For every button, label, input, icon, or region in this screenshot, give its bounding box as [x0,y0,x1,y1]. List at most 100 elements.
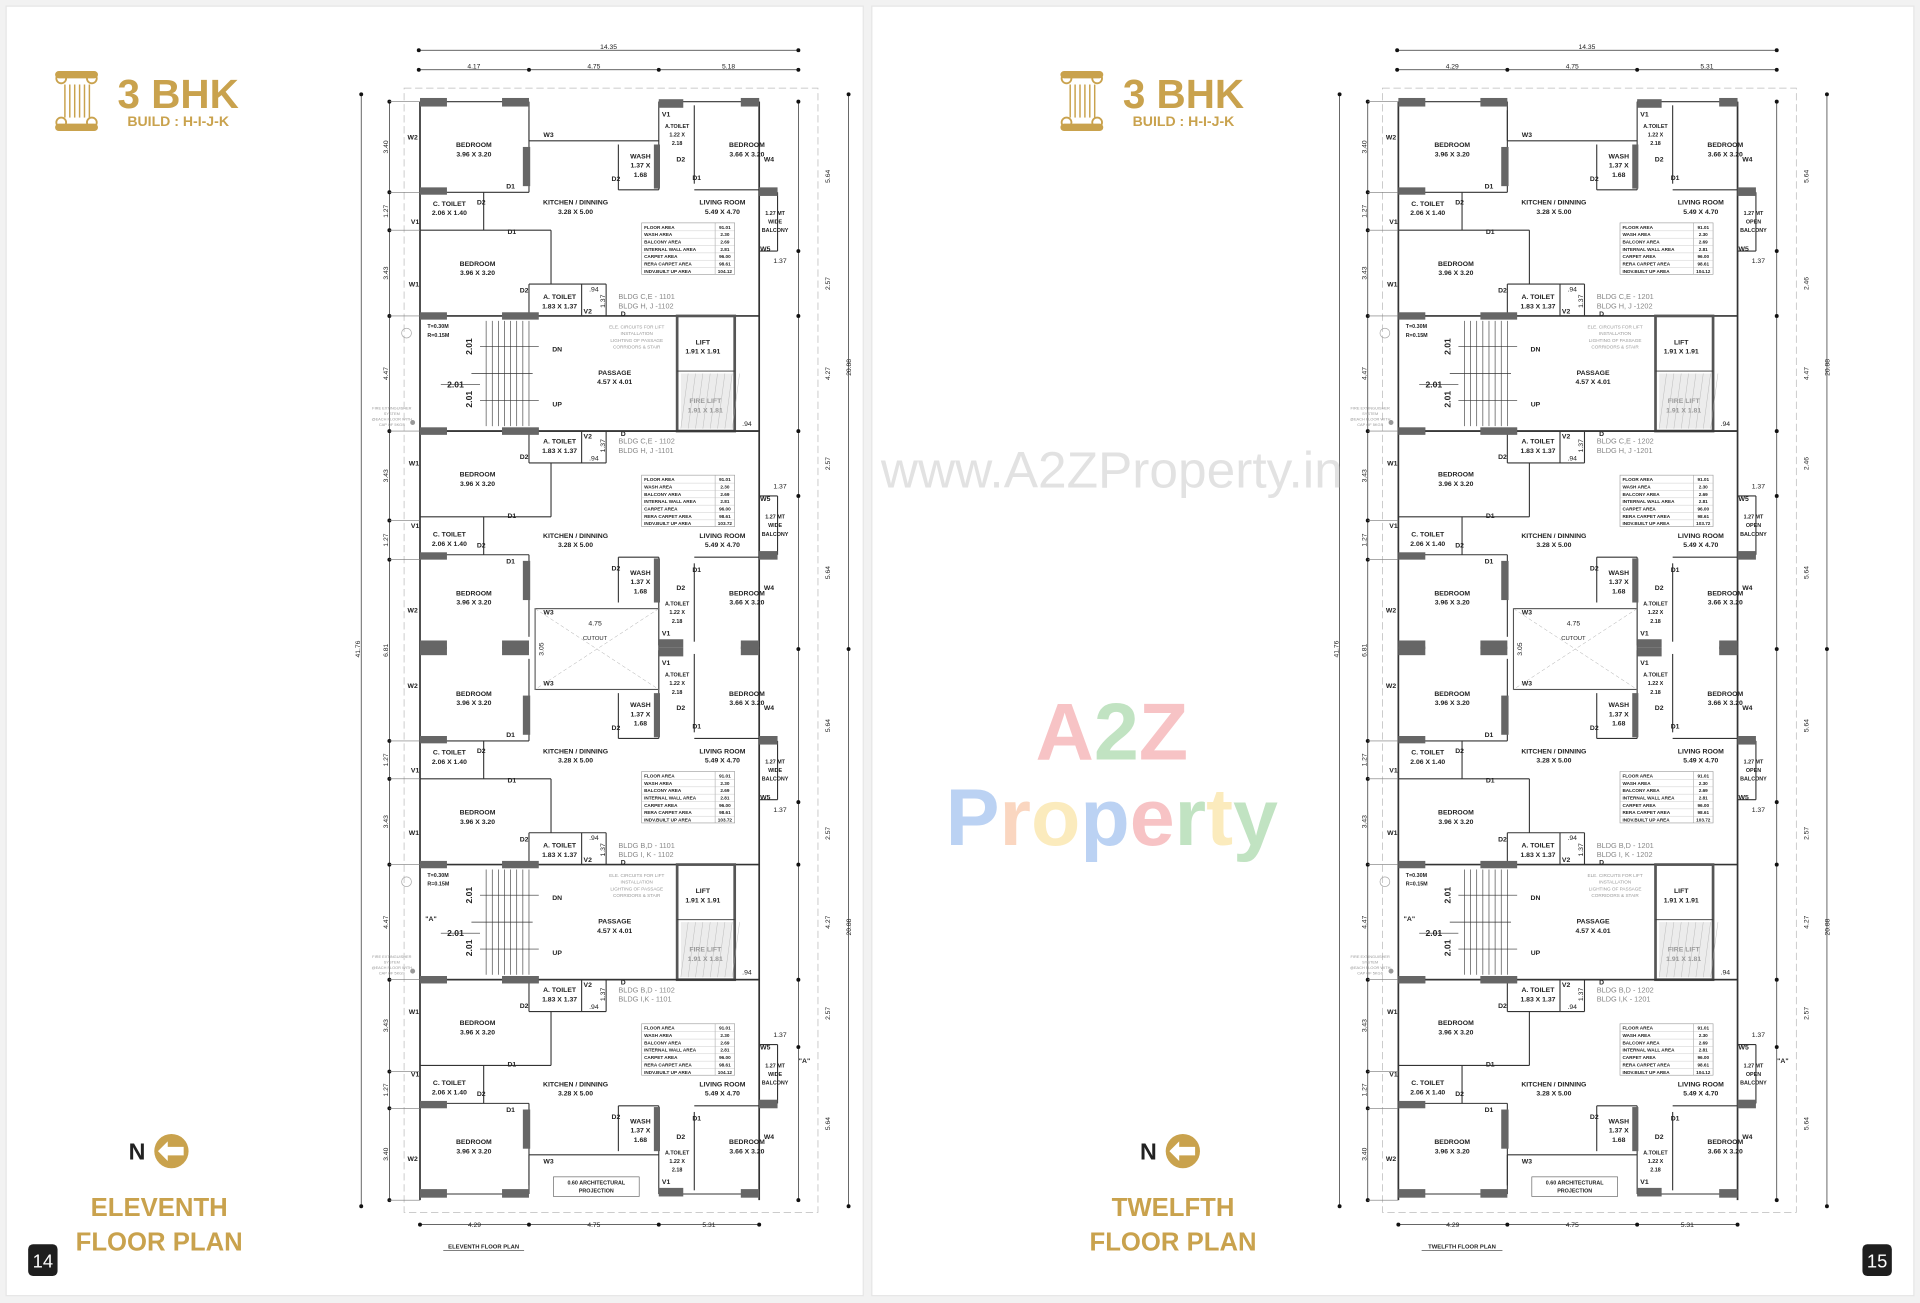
hatch-line [1695,373,1704,429]
area-table-frame [641,771,735,824]
room-label-wash: 1.37 X [631,579,651,586]
column [420,427,447,435]
dimension-label: 4.27 [1803,915,1810,928]
area-table-frame [1619,222,1714,275]
window-tag: W5 [760,246,770,253]
ventilator-tag: V1 [411,768,420,775]
room-label-attached-toilet: A. TOILET [543,439,577,446]
dimension-label: 5.64 [825,170,832,183]
room-label-bedroom: 3.66 X 3.20 [1708,700,1743,707]
column [522,560,531,601]
flat-number-label: BLDG C,E - 1102 [618,437,674,446]
window-tag: W1 [1387,460,1397,467]
logo-column-icon [55,71,98,132]
room-label-balcony: 1.27 MT [765,1063,785,1069]
room-label-bedroom: BEDROOM [456,691,492,698]
area-table-value: 91.01 [719,773,731,778]
room-label-balcony: 1.27 MT [1744,515,1764,521]
logo-column-icon [1060,71,1104,132]
door-tag: D2 [1655,585,1664,592]
area-table-label: CARPET AREA [1622,254,1656,259]
area-table-value: 96.00 [1697,254,1709,259]
area-table-value: 2.69 [720,788,729,793]
area-table-label: WASH AREA [644,781,673,786]
dimension-label: 3.43 [1361,469,1368,482]
area-table-label: CARPET AREA [1622,1055,1656,1060]
column [1398,312,1426,320]
hatch-line [1710,373,1719,429]
area-table-label: CARPET AREA [644,506,678,511]
room-label-bedroom: BEDROOM [1438,261,1474,268]
column [1398,97,1426,107]
room-label-common-toilet: C. TOILET [1411,201,1445,208]
door-tag: D1 [1486,229,1495,236]
area-table-value: 98.61 [1697,514,1709,519]
watermark-letter: o [1031,773,1080,863]
area-table-label: INDV.BUILT UP AREA [1622,1070,1670,1075]
dimension-label: 4.75 [1567,621,1581,628]
flat-number-label: BLDG H, J -1202 [1597,301,1653,310]
room-label-attached-toilet: 1.22 X [669,133,685,139]
section-marker: "A" [1404,916,1415,923]
room-label-wash: WASH [1609,1118,1630,1125]
area-table-label: FLOOR AREA [644,477,675,482]
column [1632,1107,1639,1152]
dimension-tick [796,99,801,104]
cutout-outline [1512,608,1638,691]
column [740,97,760,107]
room-label-wash: 1.68 [634,721,648,728]
column [653,693,660,738]
door-tag: D2 [1655,157,1664,164]
dimension-label: 4.29 [468,1222,481,1229]
area-table-value: 2.69 [1699,239,1708,244]
area-table-value: 96.00 [1697,1055,1709,1060]
room-label-attached-toilet: 1.22 X [1648,133,1664,139]
door-tag: D2 [477,542,486,549]
door-tag: D2 [1455,199,1464,206]
dimension-label: 1.37 [1752,1032,1766,1039]
ventilator-tag: V1 [662,1179,671,1186]
dimension-label: 3.43 [1361,1019,1368,1032]
dimension-label: .94 [1567,1004,1577,1011]
area-table-label: INTERNAL WALL AREA [644,247,697,252]
electrical-note: INSTALLATION [621,880,653,885]
dimension-tick [1396,1222,1401,1227]
column [420,187,447,195]
column [1632,144,1639,189]
area-table-value: 91.01 [719,477,731,482]
column [420,1189,447,1198]
door-tag: D2 [676,157,685,164]
dimension-tick [846,1204,851,1209]
dimension-tick [1337,92,1342,97]
area-table-label: WASH AREA [1622,232,1651,237]
floor-plan-title-line2: FLOOR PLAN [1090,1228,1257,1256]
dimension-label: .94 [742,421,752,428]
room-label-bedroom: 3.96 X 3.20 [456,700,491,707]
column [1737,187,1756,196]
column [1480,1189,1508,1198]
stair-spec: R=0.15M [427,881,449,887]
dimension-tick [1824,92,1829,97]
room-label-attached-toilet: 2.18 [672,141,682,147]
dimension-label: 3.43 [383,1019,390,1032]
dimension-label: 4.75 [587,63,600,70]
window-tag: W5 [1739,795,1749,802]
door-tag: D2 [477,1091,486,1098]
ventilator-tag: V2 [1562,857,1571,864]
stair-spec: R=0.15M [1406,333,1428,339]
door-tag: D2 [520,454,529,461]
hatch-line [1681,922,1689,978]
room-label-bedroom: BEDROOM [1707,691,1743,698]
room-label-bedroom: BEDROOM [729,691,765,698]
dimension-label: 2.57 [825,457,832,470]
flat-number-label: BLDG C,E - 1101 [618,292,674,301]
column [1637,1187,1662,1197]
door-tag: D2 [1498,288,1507,295]
room-label-balcony: 1.27 MT [765,211,785,217]
dimension-label: 1.27 [383,533,390,546]
room-label-bedroom: 3.96 X 3.20 [1435,600,1470,607]
column [653,144,660,189]
